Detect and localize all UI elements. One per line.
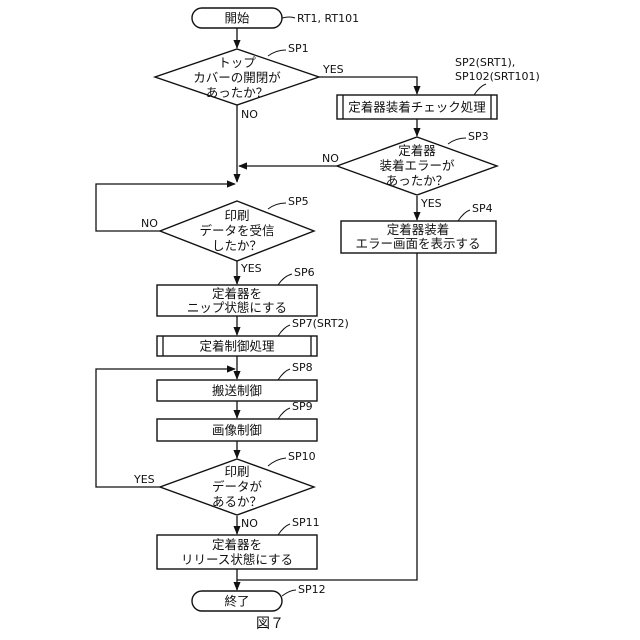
sp5-ref: SP5 — [288, 195, 309, 208]
process-sp6: 定着器を ニップ状態にする — [157, 285, 317, 316]
sp8-ref: SP8 — [292, 361, 313, 374]
sp4-line1: 定着器装着 — [387, 222, 450, 237]
sp8-label: 搬送制御 — [212, 383, 262, 398]
sp5-no-label: NO — [141, 217, 158, 230]
sp3-line2: 装着エラーが — [379, 158, 455, 173]
sp2-ref-line2: SP102(SRT101) — [455, 70, 540, 83]
process-sp11: 定着器を リリース状態にする — [157, 535, 317, 569]
sp10-line2: データが — [212, 479, 263, 494]
sp9-ref: SP9 — [292, 400, 313, 413]
sp1-line1: トップ — [218, 55, 256, 70]
process-sp9: 画像制御 — [157, 419, 317, 441]
process-sp7: 定着制御処理 — [157, 336, 317, 356]
process-sp4: 定着器装着 エラー画面を表示する — [341, 221, 496, 253]
sp1-no-label: NO — [241, 108, 258, 121]
end-label: 終了 — [224, 594, 249, 609]
sp5-yes-label: YES — [240, 262, 262, 275]
figure-caption: 図７ — [256, 616, 284, 632]
sp10-yes-label: YES — [133, 473, 155, 486]
sp4-line2: エラー画面を表示する — [355, 236, 480, 251]
sp1-line2: カバーの開閉が — [193, 70, 281, 85]
sp10-line1: 印刷 — [224, 464, 249, 479]
sp5-line3: したか？ — [212, 238, 262, 253]
sp2-label: 定着器装着チェック処理 — [348, 100, 486, 115]
decision-sp1: トップ カバーの開閉が あったか？ — [155, 49, 319, 105]
sp7-ref: SP7(SRT2) — [292, 317, 349, 330]
sp3-line3: あったか？ — [386, 173, 449, 188]
end-ref: SP12 — [298, 583, 326, 596]
process-sp2: 定着器装着チェック処理 — [337, 95, 497, 119]
sp2-ref-line1: SP2(SRT1), — [455, 56, 515, 69]
sp10-ref: SP10 — [288, 450, 316, 463]
start-label: 開始 — [224, 11, 250, 26]
sp3-line1: 定着器 — [398, 143, 436, 158]
sp3-ref: SP3 — [468, 130, 489, 143]
decision-sp5: 印刷 データを受信 したか？ — [160, 201, 314, 261]
sp10-no-label: NO — [241, 517, 258, 530]
start-ref: RT1, RT101 — [297, 12, 359, 25]
sp6-line1: 定着器を — [212, 286, 262, 301]
edge-sp1-yes — [319, 77, 417, 94]
sp6-ref: SP6 — [294, 266, 315, 279]
sp1-line3: あったか？ — [206, 85, 269, 100]
decision-sp3: 定着器 装着エラーが あったか？ — [337, 137, 497, 195]
sp1-yes-label: YES — [322, 63, 344, 76]
sp6-line2: ニップ状態にする — [187, 300, 287, 315]
start-terminal: 開始 — [192, 8, 282, 28]
sp11-line2: リリース状態にする — [181, 552, 293, 567]
sp1-ref: SP1 — [288, 42, 309, 55]
sp4-ref: SP4 — [472, 202, 493, 215]
sp11-line1: 定着器を — [212, 537, 262, 552]
process-sp8: 搬送制御 — [157, 380, 317, 401]
sp3-no-label: NO — [322, 152, 339, 165]
sp3-yes-label: YES — [420, 197, 442, 210]
sp5-line1: 印刷 — [224, 208, 249, 223]
sp9-label: 画像制御 — [212, 423, 262, 438]
sp7-label: 定着制御処理 — [199, 339, 275, 354]
sp5-line2: データを受信 — [199, 223, 274, 238]
end-terminal: 終了 — [192, 591, 282, 611]
sp10-line3: あるか？ — [212, 494, 262, 509]
sp11-ref: SP11 — [292, 516, 320, 529]
decision-sp10: 印刷 データが あるか？ — [160, 459, 314, 515]
